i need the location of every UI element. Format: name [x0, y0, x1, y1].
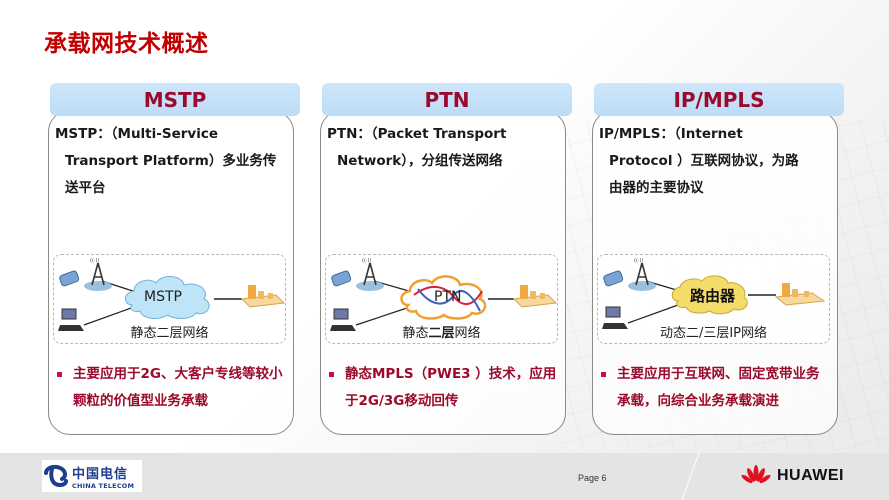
column-header: PTN: [322, 83, 572, 116]
network-diagram: ((·)) PTN 静态二层网络: [325, 254, 558, 344]
cloud-label: PTN: [434, 289, 462, 305]
card: IP/MPLS：（Internet Protocol ）互联网协议，为路 由器的…: [592, 110, 838, 435]
card: PTN：（Packet Transport Network），分组传送网络 ((…: [320, 110, 566, 435]
diagram-caption: 动态二/三层IP网络: [659, 326, 768, 341]
svg-text:((·)): ((·)): [634, 258, 643, 264]
definition-text: PTN：（Packet Transport Network），分组传送网络: [327, 126, 507, 169]
column-ipmpls: IP/MPLS IP/MPLS：（Internet Protocol ）互联网协…: [592, 83, 844, 435]
cloud-icon: [125, 276, 210, 319]
laptop-icon: [330, 308, 356, 331]
diagram-caption: 静态二层网络: [402, 326, 481, 341]
building-icon: [240, 285, 286, 308]
huawei-logo: HUAWEI: [741, 465, 844, 487]
column-mstp: MSTP MSTP：（Multi-Service Transport Platf…: [48, 83, 300, 435]
footer-divider: [681, 453, 700, 500]
column-header: MSTP: [50, 83, 300, 116]
mobile-phone-icon: [603, 270, 624, 287]
network-diagram-graphic: ((·)): [58, 258, 286, 331]
page-number: Page 6: [578, 473, 607, 483]
china-telecom-emblem-icon: [44, 464, 68, 488]
cloud-label: 路由器: [690, 287, 736, 305]
radio-tower-icon: ((·)): [628, 258, 656, 291]
svg-text:((·)): ((·)): [362, 258, 371, 264]
column-header: IP/MPLS: [594, 83, 844, 116]
huawei-petal-icon: [741, 465, 771, 484]
mobile-phone-icon: [59, 270, 80, 287]
laptop-icon: [602, 306, 628, 329]
footer: 中国电信 CHINA TELECOM Page 6 HUAWEI: [0, 453, 889, 500]
bullet-point: 主要应用于2G、大客户专线等较小颗粒的价值型业务承载: [57, 361, 285, 415]
network-diagram-graphic: ((·)): [602, 258, 826, 329]
column-ptn: PTN PTN：（Packet Transport Network），分组传送网…: [320, 83, 572, 435]
network-diagram-graphic: ((·)): [330, 258, 558, 331]
diagram-caption: 静态二层网络: [130, 326, 209, 341]
card: MSTP：（Multi-Service Transport Platform）多…: [48, 110, 294, 435]
network-diagram: ((·)) MSTP 静态二: [53, 254, 286, 344]
definition-text: MSTP：（Multi-Service Transport Platform）多…: [55, 126, 277, 196]
svg-text:((·)): ((·)): [90, 258, 99, 264]
radio-tower-icon: ((·)): [84, 258, 112, 291]
network-diagram: ((·)) 路由器 动态二/三层IP网络: [597, 254, 830, 344]
bullet-point: 主要应用于互联网、固定宽带业务承载，向综合业务承载演进: [601, 361, 829, 415]
building-icon: [774, 283, 826, 306]
router-cloud-icon: [671, 275, 748, 315]
bullet-point: 静态MPLS（PWE3 ）技术，应用于2G/3G移动回传: [329, 361, 557, 415]
definition-text: IP/MPLS：（Internet Protocol ）互联网协议，为路 由器的…: [599, 126, 799, 196]
page-title: 承载网技术概述: [44, 31, 209, 57]
china-telecom-logo: 中国电信 CHINA TELECOM: [42, 460, 142, 492]
laptop-icon: [58, 308, 84, 331]
radio-tower-icon: ((·)): [356, 258, 384, 291]
cloud-label: MSTP: [144, 289, 182, 305]
mobile-phone-icon: [331, 270, 352, 287]
cloud-icon: [400, 275, 487, 320]
building-icon: [512, 285, 558, 308]
